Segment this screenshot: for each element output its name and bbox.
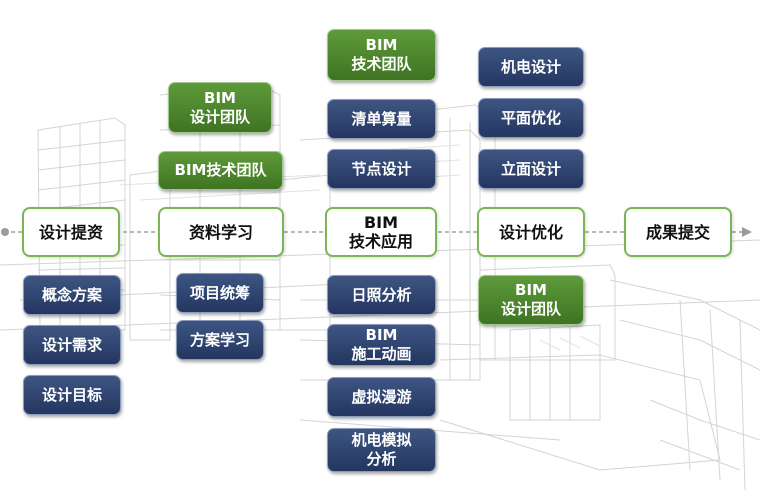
item-project-coordination: 项目统筹 <box>176 273 264 313</box>
item-bill-quantities: 清单算量 <box>327 99 436 139</box>
item-design-requirements: 设计需求 <box>23 325 121 365</box>
team-bim-technology-2: BIM 技术团队 <box>327 29 436 81</box>
stage-material-study: 资料学习 <box>158 207 284 257</box>
team-bim-design-2: BIM 设计团队 <box>478 275 584 325</box>
item-sunlight-analysis: 日照分析 <box>327 275 436 315</box>
item-construction-animation: BIM 施工动画 <box>327 324 436 366</box>
stage-result-submission: 成果提交 <box>624 207 732 257</box>
item-mep-design: 机电设计 <box>478 47 584 87</box>
team-bim-technology: BIM技术团队 <box>158 151 283 190</box>
team-bim-design: BIM 设计团队 <box>168 82 272 133</box>
stage-design-optimization: 设计优化 <box>477 207 585 257</box>
item-scheme-study: 方案学习 <box>176 320 264 360</box>
item-node-design: 节点设计 <box>327 149 436 189</box>
item-design-goals: 设计目标 <box>23 375 121 415</box>
item-facade-design: 立面设计 <box>478 149 584 189</box>
stage-design-input: 设计提资 <box>22 207 120 257</box>
item-mep-simulation: 机电模拟 分析 <box>327 428 436 472</box>
item-concept-scheme: 概念方案 <box>23 275 121 315</box>
item-plan-optimization: 平面优化 <box>478 98 584 138</box>
stage-bim-application: BIM 技术应用 <box>325 207 437 257</box>
item-virtual-tour: 虚拟漫游 <box>327 377 436 417</box>
